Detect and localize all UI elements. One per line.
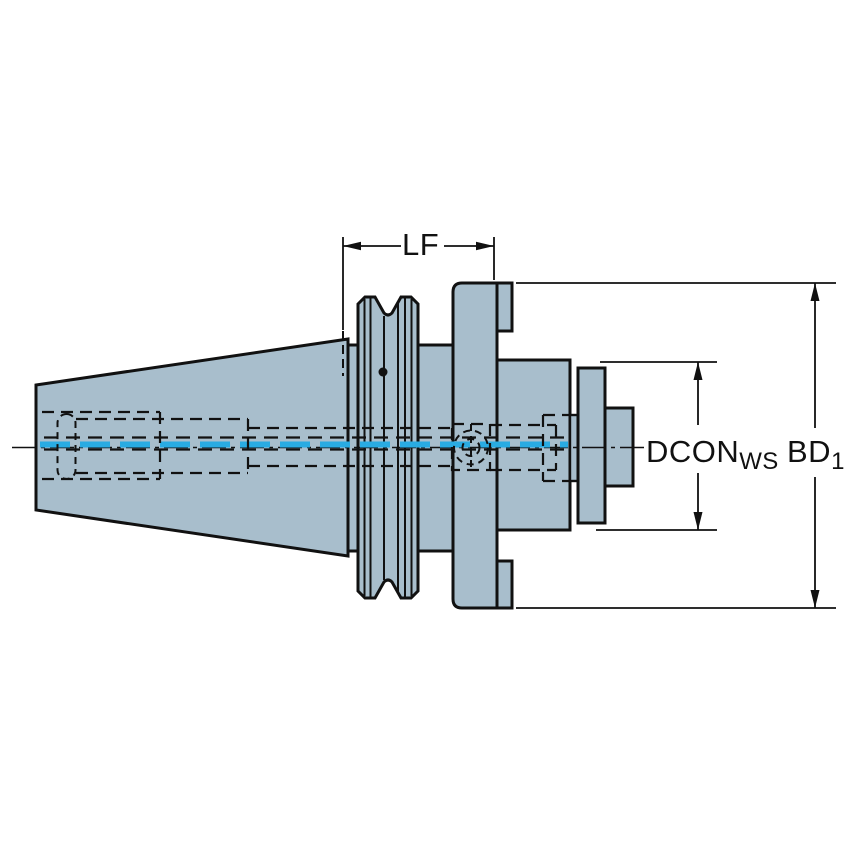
bd1-label: BD1 [787, 436, 845, 477]
dimension-lf [342, 237, 495, 330]
tool-holder-body [34, 281, 635, 610]
bore-large [42, 410, 162, 481]
lf-arrow-right [476, 241, 494, 251]
bd1-label-sub: 1 [831, 448, 845, 475]
bore-rear [490, 423, 558, 472]
dcon-arrow-down [693, 512, 703, 530]
dcon-label-main: DCON [646, 434, 740, 469]
lf-label: LF [402, 229, 439, 260]
flange [451, 281, 499, 610]
lf-arrow-left [343, 241, 361, 251]
drive-tab-bottom [495, 559, 514, 610]
drive-tab-top [495, 281, 514, 333]
dimension-dcon [596, 361, 717, 531]
hidden-internals [42, 331, 570, 483]
bore-mid [248, 426, 452, 468]
bore-rear-face [541, 413, 570, 483]
dcon-label: DCONWS [646, 436, 779, 477]
balance-hole [378, 367, 388, 377]
taper-shank [34, 337, 350, 558]
bd1-arrow-up [810, 283, 820, 301]
dcon-label-sub: WS [739, 448, 779, 475]
dcon-arrow-up [693, 362, 703, 380]
disc-ring [576, 366, 607, 525]
dimension-bd1 [516, 282, 836, 609]
bd1-label-main: BD [787, 434, 832, 469]
lf-label-main: LF [402, 227, 440, 262]
bd1-arrow-down [810, 590, 820, 608]
